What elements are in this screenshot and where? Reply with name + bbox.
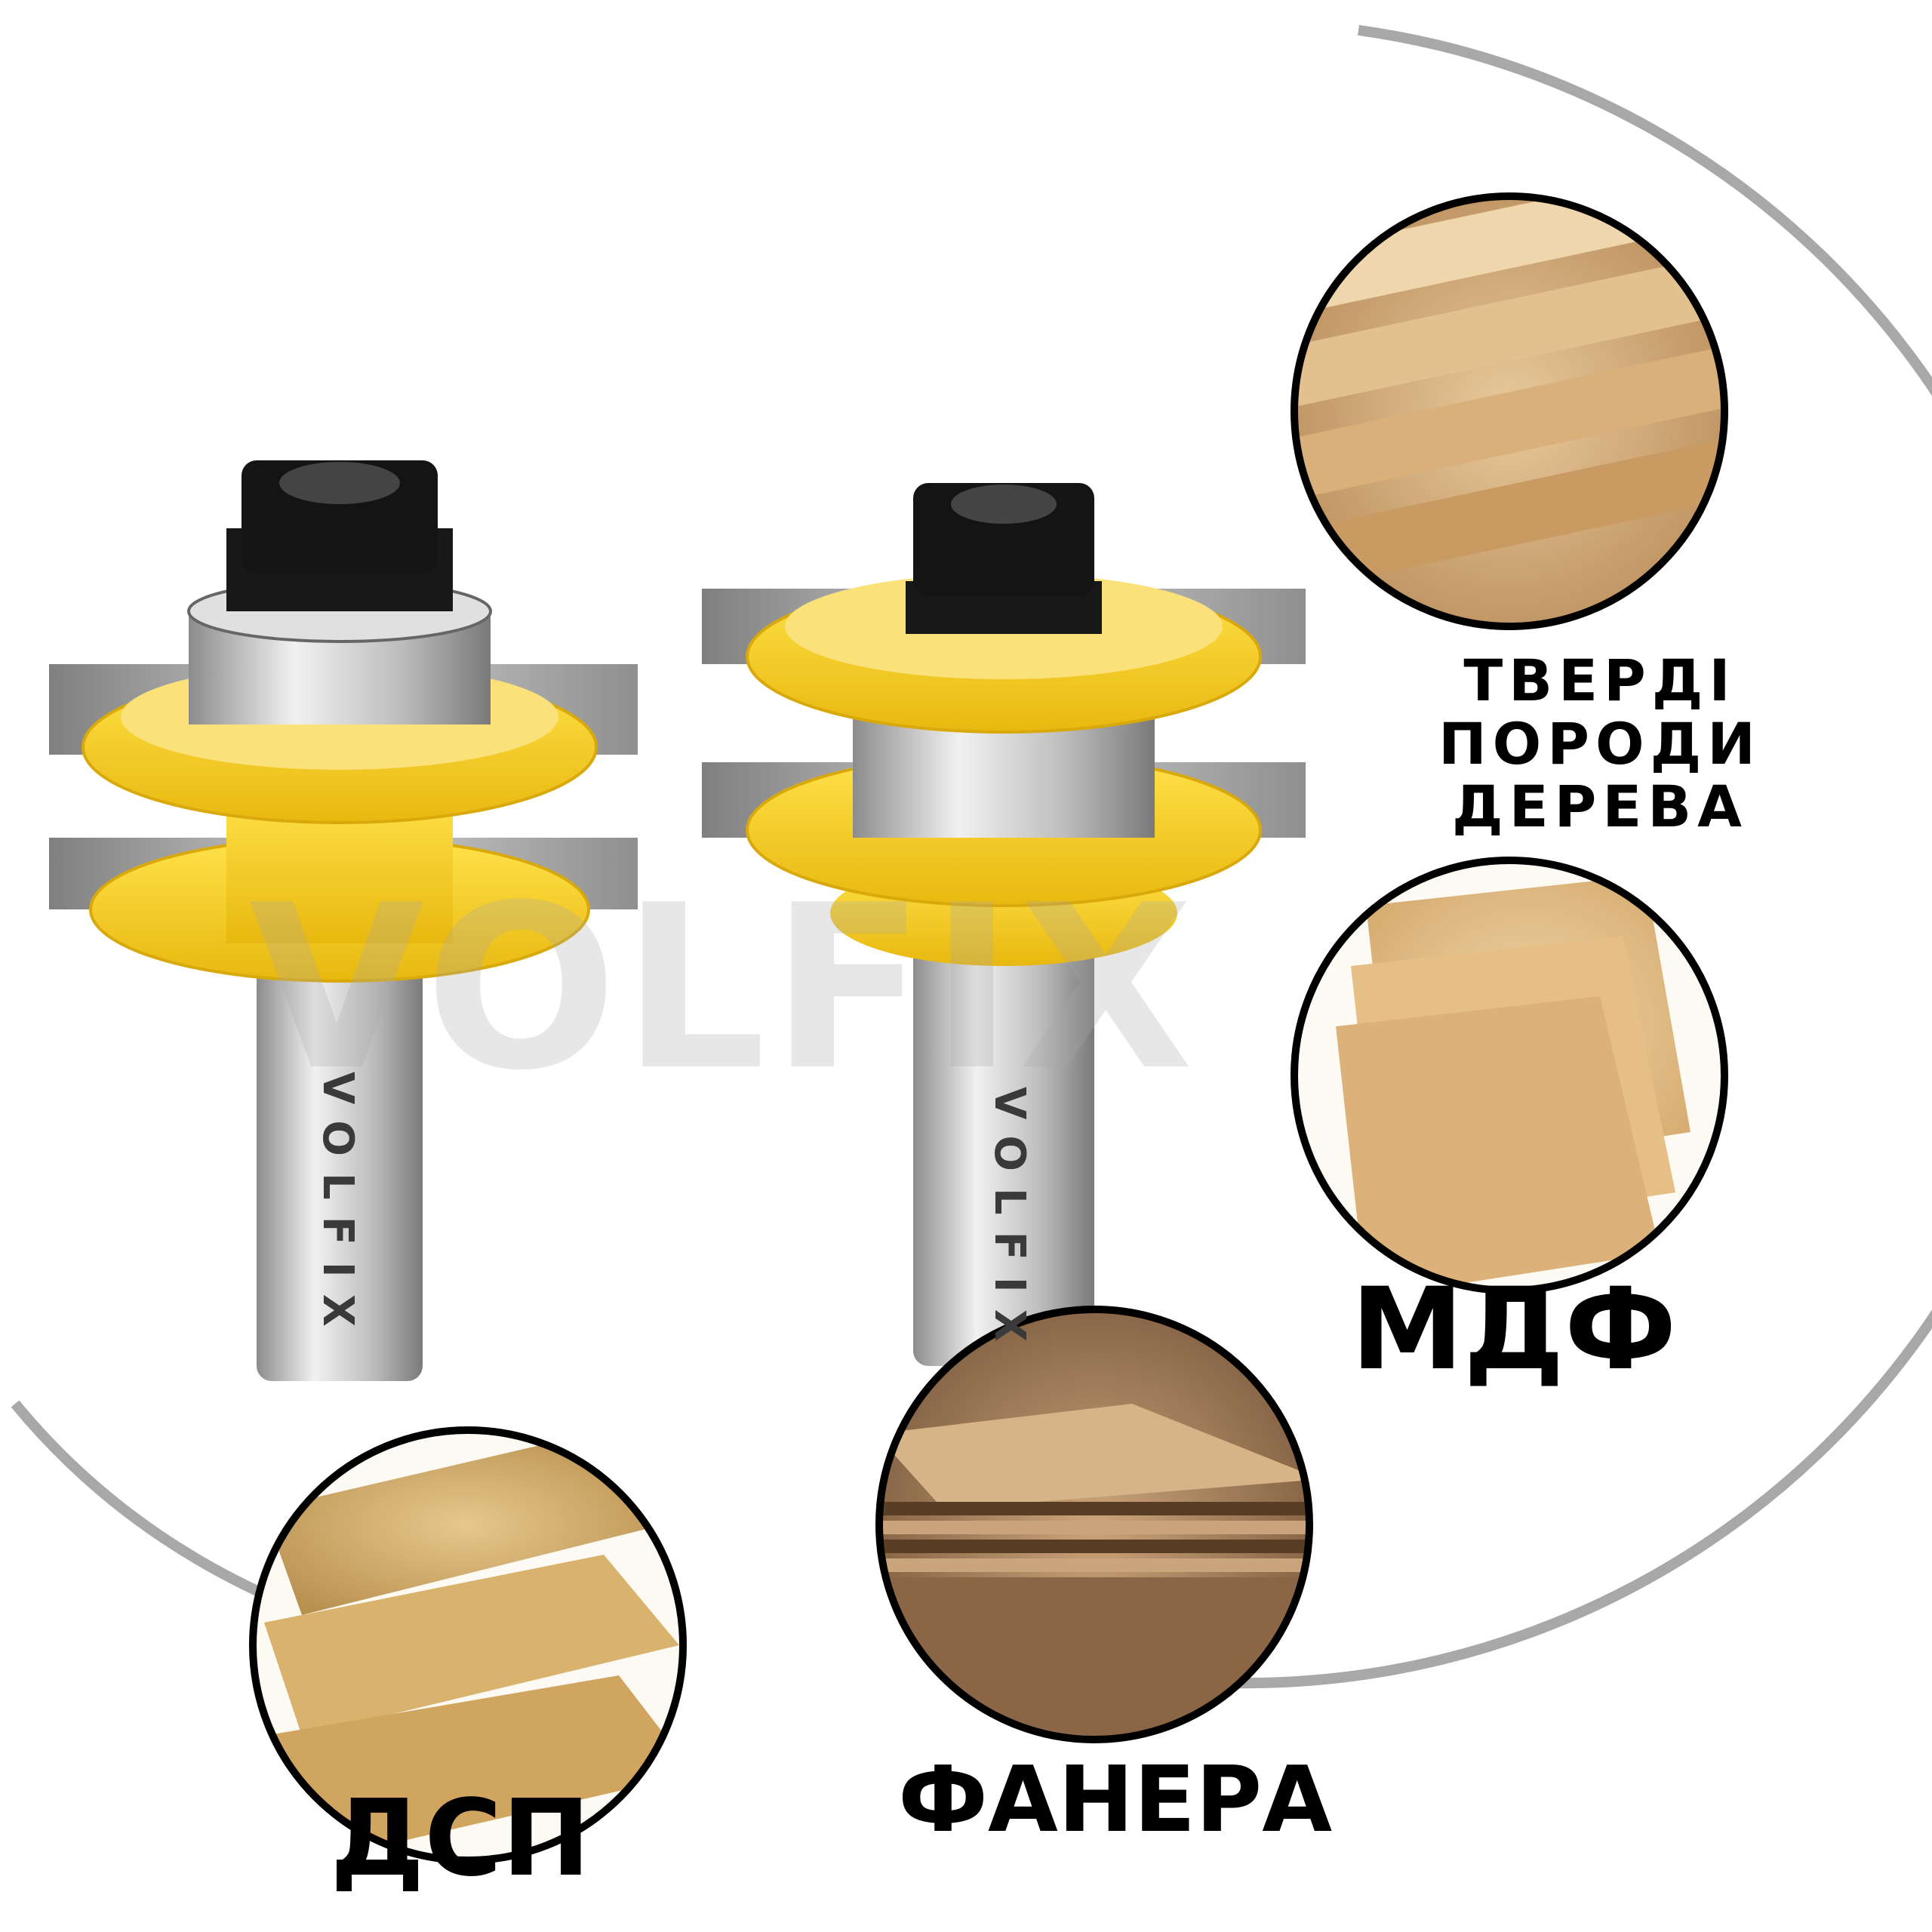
- hardwood-label: ТВЕРДІ ПОРОДИ ДЕРЕВА: [1306, 649, 1894, 838]
- mdf-label: МДФ: [1351, 1264, 1677, 1395]
- left-router-bit: [49, 460, 638, 1381]
- hardwood-label-line2: ДЕРЕВА: [1452, 773, 1748, 841]
- plywood-label: ФАНЕРА: [898, 1748, 1333, 1853]
- hardwood-planks-image: [1291, 192, 1728, 630]
- left-shank-brand: VOLFIX: [313, 1072, 362, 1343]
- right-shank-brand: VOLFIX: [985, 1087, 1034, 1358]
- particleboard-image: [249, 1426, 687, 1864]
- right-router-bit: [702, 483, 1306, 1366]
- brand-watermark: VOLFIX: [249, 857, 1198, 1120]
- particleboard-label: ДСП: [330, 1777, 591, 1900]
- hardwood-label-line1: ТВЕРДІ ПОРОДИ: [1438, 647, 1761, 777]
- mdf-boards-image: [1291, 857, 1728, 1294]
- background-arc: [1131, 25, 1932, 1689]
